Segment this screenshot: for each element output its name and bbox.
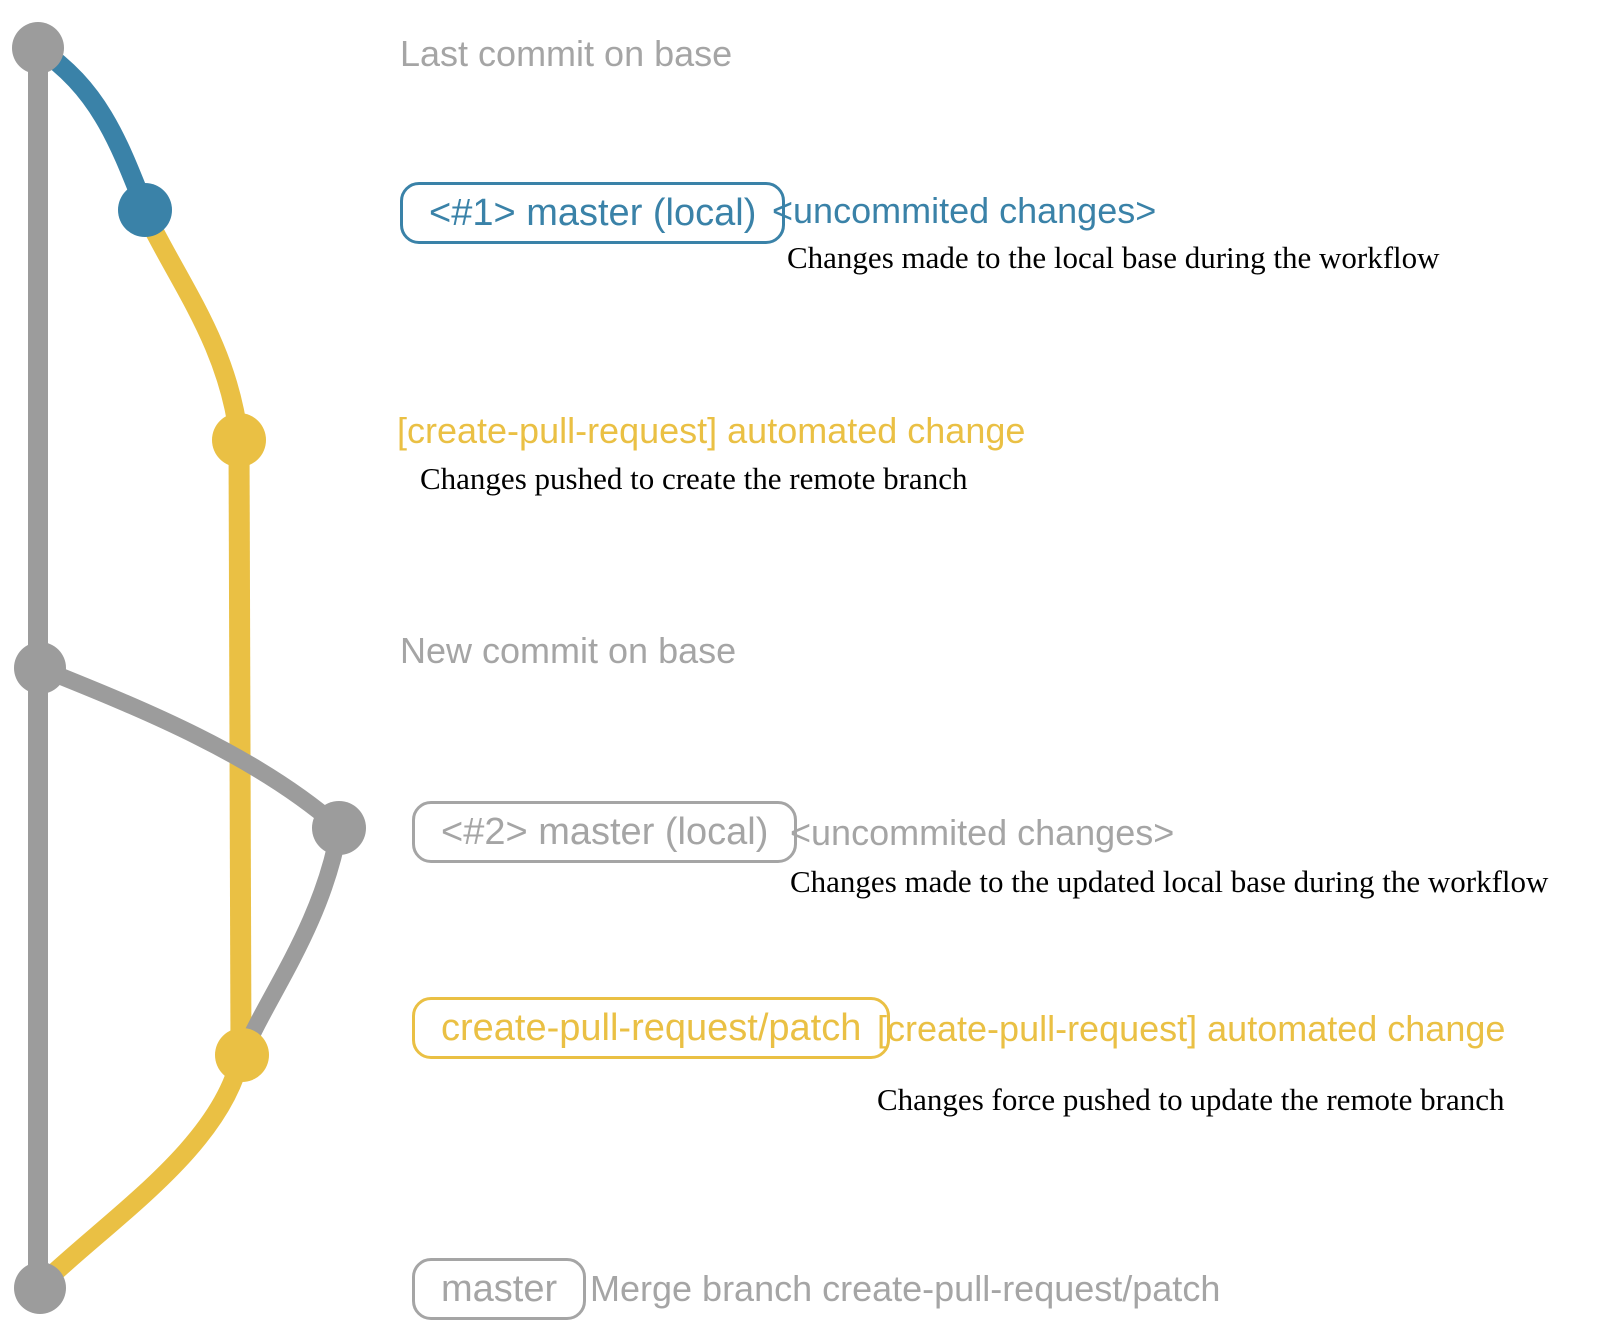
annotation-uncommited-changes-1: <uncommited changes> [772, 190, 1157, 231]
yellow-merge-curve [32, 1045, 251, 1294]
badge-master-local-1: <#1> master (local) [400, 182, 786, 244]
label-new-commit-on-base: New commit on base [400, 630, 737, 671]
description-local-changes-2: Changes made to the updated local base d… [790, 864, 1549, 899]
annotation-automated-change-2: [create-pull-request] automated change [877, 1008, 1506, 1049]
badge-create-pull-request-patch: create-pull-request/patch [412, 997, 891, 1059]
commit-dot-master-local-2 [312, 801, 366, 855]
gray-rebase-curve-bottom [236, 821, 348, 1059]
description-force-push-update-remote: Changes force pushed to update the remot… [877, 1082, 1505, 1117]
commit-dot-last-commit [12, 22, 64, 74]
description-local-changes-1: Changes made to the local base during th… [787, 240, 1440, 275]
annotation-automated-change-1: [create-pull-request] automated change [397, 410, 1026, 451]
label-last-commit-on-base: Last commit on base [400, 33, 733, 74]
commit-dot-create-pull-request-1 [212, 413, 266, 467]
commit-dot-merge-commit [14, 1262, 66, 1314]
label-merge-branch: Merge branch create-pull-request/patch [590, 1268, 1221, 1309]
commit-dot-new-commit [14, 642, 66, 694]
yellow-branch-line [228, 439, 252, 1056]
commit-dot-create-pull-request-2 [215, 1028, 269, 1082]
gray-rebase-curve-top [31, 659, 346, 835]
badge-master: master [412, 1258, 587, 1320]
commit-dot-master-local-1 [118, 183, 172, 237]
annotation-uncommited-changes-2: <uncommited changes> [790, 812, 1175, 853]
yellow-branch-curve-top [135, 203, 249, 448]
badge-master-local-2: <#2> master (local) [412, 801, 798, 863]
blue-branch-curve [28, 38, 154, 216]
description-push-create-remote: Changes pushed to create the remote bran… [420, 461, 968, 496]
